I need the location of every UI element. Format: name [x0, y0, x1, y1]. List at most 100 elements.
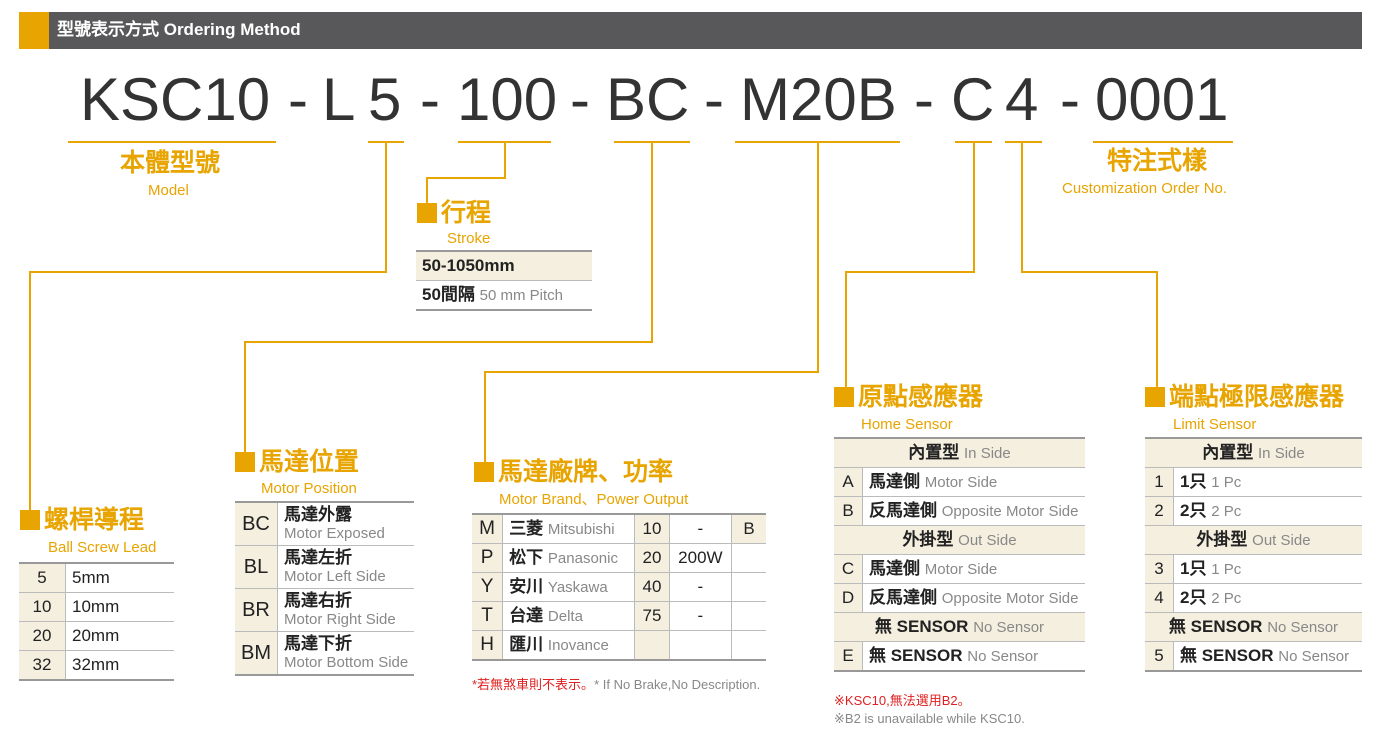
lead-code: 10 — [19, 592, 66, 622]
sensor-zh: 無 SENSOR — [869, 645, 963, 665]
motor-pos-code: BC — [235, 501, 278, 546]
brake-code — [731, 630, 766, 661]
power-value — [669, 630, 733, 661]
motor-pos-en: Motor Bottom Side — [284, 653, 409, 671]
motor-pos-en: Motor Right Side — [284, 610, 396, 628]
sensor-zh: 馬達側 — [869, 471, 920, 491]
sensor-code: 3 — [1145, 554, 1174, 584]
brand-name: 匯川 Inovance — [502, 630, 636, 661]
brand-name: 松下 Panasonic — [502, 543, 636, 573]
sensor-code: E — [834, 641, 863, 672]
code-l: L — [322, 66, 356, 133]
sensor-zh: 2只 — [1180, 587, 1207, 607]
motor-pos-subtitle: Motor Position — [261, 480, 357, 497]
power-code: 40 — [634, 572, 670, 602]
code-dash: - — [704, 66, 724, 133]
lead-title-text: 螺桿導程 — [44, 506, 145, 534]
sensor-desc: 無 SENSOR No Sensor — [1173, 641, 1362, 672]
power-value: - — [669, 513, 733, 544]
power-code: 10 — [634, 513, 670, 544]
lead-code: 5 — [19, 562, 66, 593]
home-title: 原點感應器 — [834, 384, 983, 411]
table-row: 50間隔 50 mm Pitch — [416, 280, 592, 311]
group-zh: 外掛型 — [1196, 529, 1248, 549]
sensor-desc: 1只 1 Pc — [1173, 554, 1362, 584]
brand-code: P — [472, 543, 504, 573]
group-zh: 內置型 — [1202, 442, 1254, 462]
sensor-code: B — [834, 496, 863, 526]
home-subtitle: Home Sensor — [861, 416, 953, 433]
motor-pos-desc: 馬達下折 Motor Bottom Side — [277, 631, 415, 676]
brand-zh: 台達 — [509, 605, 544, 625]
stroke-range: 50-1050mm — [416, 250, 592, 281]
sensor-en: No Sensor — [1278, 647, 1350, 665]
lead-code: 20 — [19, 621, 66, 651]
sensor-desc: 無 SENSOR No Sensor — [862, 641, 1085, 672]
brand-zh: 匯川 — [509, 634, 544, 654]
limit-title: 端點極限感應器 — [1145, 384, 1344, 411]
motor-pos-zh: 馬達左折 — [284, 547, 352, 567]
custom-subtitle: Customization Order No. — [1062, 180, 1228, 197]
brand-zh: 安川 — [509, 576, 544, 596]
code-dash: - — [914, 66, 934, 133]
sensor-desc: 2只 2 Pc — [1173, 583, 1362, 613]
power-code: 75 — [634, 601, 670, 631]
sensor-zh: 反馬達側 — [869, 500, 937, 520]
stroke-pitch-zh: 50間隔 — [422, 284, 475, 304]
motor-pos-desc: 馬達右折 Motor Right Side — [277, 588, 415, 632]
custom-title: 特注式樣 — [1107, 147, 1208, 175]
marker-icon — [474, 462, 494, 482]
motor-pos-desc: 馬達外露 Motor Exposed — [277, 501, 415, 546]
sensor-en: 2 Pc — [1211, 589, 1242, 607]
brand-en: Inovance — [547, 636, 609, 654]
lead-value: 10mm — [65, 592, 174, 622]
brand-title-text: 馬達廠牌、功率 — [498, 458, 674, 486]
sensor-code: 4 — [1145, 583, 1174, 613]
brake-code — [731, 543, 766, 573]
motor-pos-code: BL — [235, 545, 278, 589]
code-lead: 5 — [368, 66, 402, 133]
marker-icon — [20, 510, 40, 530]
model-title: 本體型號 — [120, 149, 221, 177]
power-value: - — [669, 601, 733, 631]
stroke-title-text: 行程 — [441, 199, 492, 227]
brand-subtitle: Motor Brand、Power Output — [499, 491, 689, 508]
sensor-en: Opposite Motor Side — [941, 589, 1079, 607]
motor-pos-en: Motor Exposed — [284, 524, 385, 542]
lead-subtitle: Ball Screw Lead — [48, 539, 157, 556]
sensor-desc: 1只 1 Pc — [1173, 467, 1362, 497]
code-model: KSC10 — [80, 66, 271, 133]
stroke-pitch-en: 50 mm Pitch — [479, 286, 564, 304]
sensor-zh: 馬達側 — [869, 558, 920, 578]
motor-pos-code: BM — [235, 631, 278, 676]
table-row: 外掛型 Out Side — [834, 525, 1085, 555]
stroke-pitch: 50間隔 50 mm Pitch — [416, 280, 592, 311]
sensor-zh: 反馬達側 — [869, 587, 937, 607]
lead-value: 32mm — [65, 650, 174, 681]
lead-code: 32 — [19, 650, 66, 681]
sensor-code: C — [834, 554, 863, 584]
sensor-en: 1 Pc — [1211, 473, 1242, 491]
section-header: 內置型 In Side — [834, 437, 1085, 468]
underline — [1005, 141, 1042, 143]
group-en: Out Side — [958, 531, 1017, 549]
sensor-en: 1 Pc — [1211, 560, 1242, 578]
model-subtitle: Model — [148, 182, 189, 199]
brand-en: Panasonic — [547, 549, 618, 567]
code-dash: - — [570, 66, 590, 133]
code-brand: M20B — [740, 66, 897, 133]
power-code: 20 — [634, 543, 670, 573]
